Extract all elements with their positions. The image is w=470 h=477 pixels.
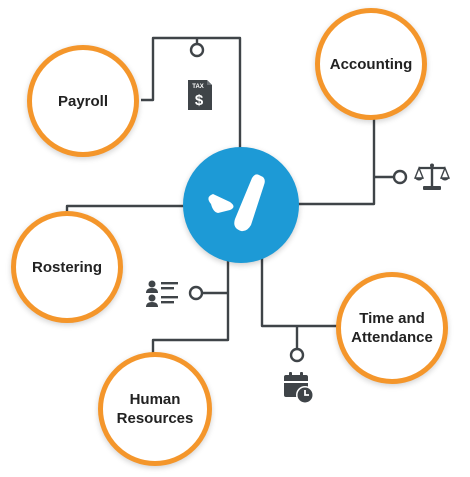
hr-junction-dot bbox=[188, 285, 204, 301]
hub-circle bbox=[183, 147, 299, 263]
node-human-resources[interactable]: Human Resources bbox=[98, 352, 212, 466]
payroll-junction-dot bbox=[189, 42, 205, 58]
node-label-time-and-attendance: Time and Attendance bbox=[351, 310, 433, 346]
node-accounting[interactable]: Accounting bbox=[315, 8, 427, 120]
tax-document-icon: TAX $ bbox=[188, 80, 212, 110]
staff-list-icon bbox=[146, 280, 178, 307]
dollar-symbol: $ bbox=[195, 92, 204, 109]
time-attendance-junction-dot bbox=[289, 347, 305, 363]
accounting-connector bbox=[298, 116, 376, 206]
time-attendance-connector bbox=[260, 258, 343, 328]
payroll-connector bbox=[141, 36, 242, 152]
balance-scale-icon bbox=[414, 163, 450, 190]
node-label-human-resources: Human Resources bbox=[116, 391, 194, 427]
node-rostering[interactable]: Rostering bbox=[11, 211, 123, 323]
brand-check-logo-icon bbox=[208, 174, 265, 232]
node-time-and-attendance[interactable]: Time and Attendance bbox=[336, 272, 448, 384]
tax-tag-text: TAX bbox=[192, 84, 204, 90]
node-label-rostering: Rostering bbox=[31, 258, 102, 276]
calendar-clock-icon bbox=[284, 372, 314, 404]
hr-connector bbox=[151, 258, 230, 354]
node-payroll[interactable]: Payroll bbox=[27, 45, 139, 157]
accounting-junction-dot bbox=[392, 169, 408, 185]
node-label-accounting: Accounting bbox=[329, 55, 413, 73]
node-label-payroll: Payroll bbox=[57, 92, 109, 110]
